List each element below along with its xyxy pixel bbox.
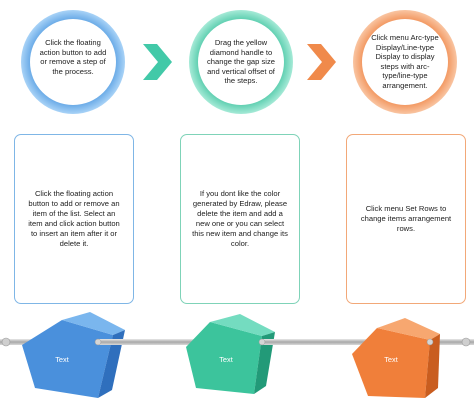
step-3-text: Click menu Arc-type Display/Line-type Di… — [371, 33, 439, 90]
info-card-2-text: If you dont like the color generated by … — [192, 189, 288, 248]
cube-1-label: Text — [55, 355, 69, 364]
step-2-text: Drag the yellow diamond handle to change… — [207, 38, 275, 86]
cube-3-label: Text — [384, 355, 398, 364]
chevron-arrow-icon — [143, 44, 172, 80]
step-1-text: Click the floating action button to add … — [39, 38, 107, 76]
chevron-arrow-icon — [307, 44, 336, 80]
cube-2 — [186, 314, 275, 394]
cube-3 — [352, 318, 440, 398]
step-circle-2 — [189, 10, 293, 114]
rod-segment — [98, 339, 188, 345]
info-card-1: Click the floating action button to add … — [14, 134, 134, 304]
step-circle-1 — [21, 10, 125, 114]
rod-knob — [461, 337, 471, 347]
info-card-2: If you dont like the color generated by … — [180, 134, 300, 304]
rod-joint — [426, 338, 434, 346]
rod-joint — [94, 338, 102, 346]
info-card-3-text: Click menu Set Rows to change items arra… — [360, 204, 452, 233]
rod-knob — [1, 337, 11, 347]
info-card-1-text: Click the floating action button to add … — [28, 189, 120, 248]
step-circle-3 — [353, 10, 457, 114]
rod-joint — [258, 338, 266, 346]
rod-segment — [262, 339, 354, 345]
info-card-3: Click menu Set Rows to change items arra… — [346, 134, 466, 304]
cube-1 — [22, 312, 125, 398]
cube-2-label: Text — [219, 355, 233, 364]
